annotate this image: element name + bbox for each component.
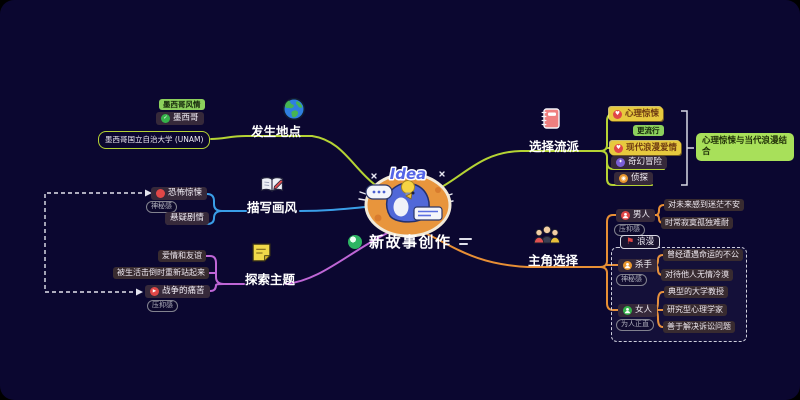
node-suspense-label: 悬疑剧情 <box>170 213 205 223</box>
node-fantasy-adventure[interactable]: ✦ 奇幻冒险 <box>611 156 668 169</box>
node-woman-label: 女人 <box>635 305 653 315</box>
node-war-pain[interactable]: ▶ 战争的痛苦 <box>145 285 210 298</box>
play-icon: ▶ <box>150 287 159 296</box>
tag-more-popular[interactable]: 更流行 <box>633 125 664 136</box>
notebook-icon <box>541 108 560 129</box>
tag-mystery-right[interactable]: 神秘感 <box>616 274 647 286</box>
people-group-icon <box>533 225 561 244</box>
heart-marker-icon: ♥ <box>614 143 623 153</box>
target-icon: ◉ <box>619 174 628 183</box>
node-detective[interactable]: ◉ 侦探 <box>614 172 654 185</box>
node-love-friendship[interactable]: 爱情和友谊 <box>158 250 206 262</box>
central-topic-title: 新故事创作 <box>369 233 452 251</box>
node-suspense[interactable]: 悬疑剧情 <box>165 212 210 225</box>
node-war-pain-label: 战争的痛苦 <box>162 286 205 296</box>
idea-sticker: Idea <box>358 164 454 238</box>
heart-marker-icon: ♥ <box>613 109 622 119</box>
sparkle-icon: ✦ <box>616 158 625 167</box>
node-man[interactable]: 男人 <box>616 209 656 222</box>
leaf-man-trait[interactable]: 时常寂寞孤独难耐 <box>661 217 733 229</box>
node-man-label: 男人 <box>633 210 651 220</box>
topic-style[interactable]: 描写画风 <box>246 200 297 215</box>
romance-boundary-label: 浪漫 <box>637 237 655 247</box>
tag-depress-left[interactable]: 压抑感 <box>147 300 178 312</box>
leaf-woman-trait[interactable]: 善于解决诉讼问题 <box>663 321 735 333</box>
leaf-man-trait[interactable]: 对未来感到迷茫不安 <box>664 199 744 211</box>
leaf-woman-trait[interactable]: 研究型心理学家 <box>663 304 727 316</box>
genre-summary-note[interactable]: 心理惊悚与当代浪漫结合 <box>696 133 794 162</box>
node-stand-up[interactable]: 被生活击倒时重新站起来 <box>113 267 209 279</box>
man-icon <box>621 211 630 220</box>
node-psycho-label: 心理惊悚 <box>625 109 660 119</box>
green-sphere-icon <box>348 234 362 249</box>
topic-genre[interactable]: 选择流派 <box>529 139 580 154</box>
node-detective-label: 侦探 <box>631 173 649 183</box>
leaf-killer-trait[interactable]: 曾经遭遇命运的不公 <box>663 249 743 261</box>
topic-theme[interactable]: 探索主题 <box>244 272 295 287</box>
notes-indicator-icon[interactable] <box>458 238 472 245</box>
killer-icon <box>623 261 632 270</box>
sticky-note-icon <box>252 243 271 262</box>
leaf-killer-trait[interactable]: 对待他人无情冷漠 <box>661 269 733 281</box>
node-mexico-label: 墨西哥 <box>173 113 199 123</box>
node-unam[interactable]: 墨西哥国立自治大学 (UNAM) <box>98 131 211 149</box>
node-romance-label: 现代浪漫爱情 <box>626 143 678 153</box>
node-psycho-thriller[interactable]: ♥ 心理惊悚 <box>609 107 664 121</box>
central-node[interactable]: 新故事创作 <box>348 231 472 252</box>
globe-icon <box>282 97 306 121</box>
node-modern-romance[interactable]: ♥ 现代浪漫爱情 <box>610 141 682 155</box>
check-icon: ✓ <box>161 114 170 123</box>
node-mexico[interactable]: ✓ 墨西哥 <box>156 112 204 125</box>
woman-icon <box>623 306 632 315</box>
tag-mexico-style[interactable]: 墨西哥风情 <box>159 99 205 110</box>
node-horror-label: 恐怖惊悚 <box>168 188 203 198</box>
flag-icon: ⚑ <box>626 236 635 247</box>
node-killer-label: 杀手 <box>635 260 653 270</box>
node-horror[interactable]: 恐怖惊悚 <box>151 187 208 200</box>
red-marker-icon <box>156 189 165 198</box>
node-killer[interactable]: 杀手 <box>618 259 658 272</box>
node-woman[interactable]: 女人 <box>618 304 658 317</box>
leaf-woman-trait[interactable]: 典型的大学教授 <box>664 286 728 298</box>
topic-protagonist[interactable]: 主角选择 <box>527 253 578 268</box>
tag-integrity[interactable]: 为人正直 <box>616 319 654 331</box>
book-pen-icon <box>260 177 284 193</box>
idea-badge-text: Idea <box>390 165 427 183</box>
romance-boundary-tab[interactable]: ⚑ 浪漫 <box>620 235 661 249</box>
topic-location[interactable]: 发生地点 <box>250 124 301 139</box>
tag-mystery-left[interactable]: 神秘感 <box>146 201 177 213</box>
node-fantasy-label: 奇幻冒险 <box>628 157 663 167</box>
